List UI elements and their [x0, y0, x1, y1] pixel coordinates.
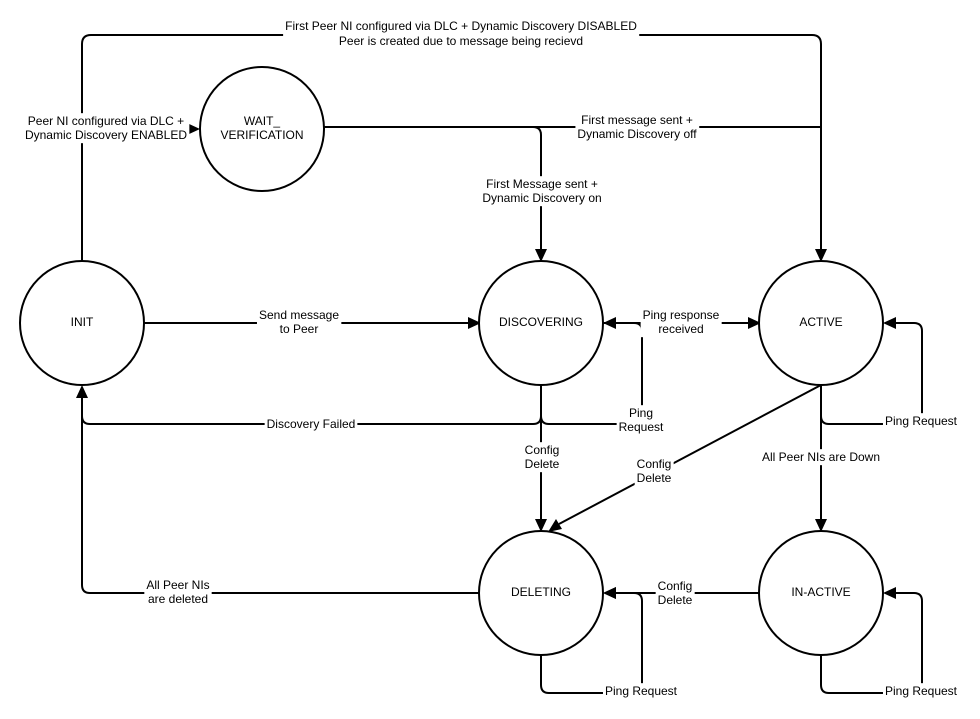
arrowhead-init-to-discovering [468, 317, 481, 329]
arrowhead-discovering-to-init [76, 385, 88, 398]
arrowhead-active-self [883, 317, 896, 329]
label-init-to-discovering-line1: Send message [259, 308, 339, 322]
state-discovering: DISCOVERING [478, 260, 604, 386]
state-init: INIT [19, 260, 145, 386]
label-wait-to-discovering-line2: Dynamic Discovery on [482, 191, 601, 205]
label-deleting-to-init: All Peer NIs are deleted [144, 577, 212, 608]
arrowhead-discovering-self [603, 317, 616, 329]
label-active-self-line1: Ping Request [885, 414, 958, 428]
label-init-to-discovering: Send message to Peer [256, 307, 342, 338]
label-deleting-self-line1: Ping Request [605, 684, 678, 698]
label-init-to-discovering-line2: to Peer [280, 322, 319, 336]
arrowhead-wait-to-discovering [535, 249, 547, 262]
arrowhead-init-to-active [815, 249, 827, 262]
label-discovering-to-active-line1: Ping response [643, 308, 720, 322]
state-wait-verification-label-line1: WAIT_ [244, 114, 281, 128]
state-discovering-label: DISCOVERING [499, 315, 583, 329]
label-inactive-self: Ping Request [882, 683, 960, 700]
label-discovering-self-line2: Request [619, 420, 664, 434]
edge-wait-to-discovering [324, 126, 542, 250]
label-inactive-to-deleting-line1: Config [658, 579, 693, 593]
arrowhead-discovering-to-active [748, 317, 761, 329]
label-inactive-to-deleting: Config Delete [655, 578, 695, 609]
arrowhead-init-to-wait [187, 123, 200, 135]
label-inactive-self-line1: Ping Request [885, 684, 958, 698]
label-deleting-to-init-line1: All Peer NIs [146, 578, 209, 592]
label-discovering-to-init-line1: Discovery Failed [267, 417, 356, 431]
label-active-to-deleting-line1: Config [637, 457, 672, 471]
arrowhead-active-to-inactive [815, 519, 827, 532]
label-active-to-inactive: All Peer NIs are Down [759, 449, 883, 466]
label-discovering-to-active-line2: received [658, 322, 703, 336]
label-deleting-self: Ping Request [602, 683, 680, 700]
label-init-to-wait-line2: Dynamic Discovery ENABLED [25, 128, 187, 142]
label-discovering-to-deleting-line1: Config [525, 443, 560, 457]
label-init-to-wait: Peer NI configured via DLC + Dynamic Dis… [22, 113, 190, 144]
label-init-to-active-line1: First Peer NI configured via DLC + Dynam… [285, 19, 637, 33]
state-inactive-label: IN-ACTIVE [791, 585, 850, 599]
label-wait-to-discovering-line1: First Message sent + [486, 177, 598, 191]
label-wait-to-active-line2: Dynamic Discovery off [577, 127, 697, 141]
arrowhead-active-to-deleting [548, 519, 562, 532]
state-deleting-label: DELETING [511, 585, 571, 599]
state-deleting: DELETING [478, 530, 604, 656]
label-inactive-to-deleting-line2: Delete [658, 593, 693, 607]
label-deleting-to-init-line2: are deleted [148, 592, 208, 606]
label-wait-to-active-line1: First message sent + [581, 113, 693, 127]
edge-init-to-active [81, 34, 822, 262]
state-wait-verification: WAIT_ VERIFICATION [199, 66, 325, 192]
label-active-to-deleting: Config Delete [634, 456, 674, 487]
label-init-to-active: First Peer NI configured via DLC + Dynam… [283, 18, 640, 50]
state-active-label: ACTIVE [799, 315, 842, 329]
edge-active-to-deleting [558, 384, 822, 525]
arrowhead-discovering-to-deleting [535, 519, 547, 532]
state-wait-verification-label-line2: VERIFICATION [220, 128, 303, 142]
label-wait-to-active: First message sent + Dynamic Discovery o… [575, 112, 700, 143]
state-active: ACTIVE [758, 260, 884, 386]
label-init-to-wait-line1: Peer NI configured via DLC + [28, 114, 184, 128]
label-active-self: Ping Request [882, 413, 960, 430]
label-discovering-self: Ping Request [616, 405, 667, 436]
label-wait-to-discovering: First Message sent + Dynamic Discovery o… [480, 176, 604, 207]
label-init-to-active-line2: Peer is created due to message being rec… [339, 34, 583, 48]
label-discovering-to-deleting-line2: Delete [525, 457, 560, 471]
arrowhead-inactive-self [883, 587, 896, 599]
edge-deleting-to-init [81, 397, 481, 594]
label-active-to-inactive-line1: All Peer NIs are Down [762, 450, 880, 464]
state-init-label: INIT [71, 315, 94, 329]
arrowhead-deleting-self [603, 587, 616, 599]
label-discovering-to-init: Discovery Failed [264, 416, 358, 433]
label-discovering-to-deleting: Config Delete [522, 442, 562, 473]
label-active-to-deleting-line2: Delete [637, 471, 672, 485]
label-discovering-self-line1: Ping [629, 406, 653, 420]
state-inactive: IN-ACTIVE [758, 530, 884, 656]
label-discovering-to-active: Ping response received [640, 307, 722, 338]
